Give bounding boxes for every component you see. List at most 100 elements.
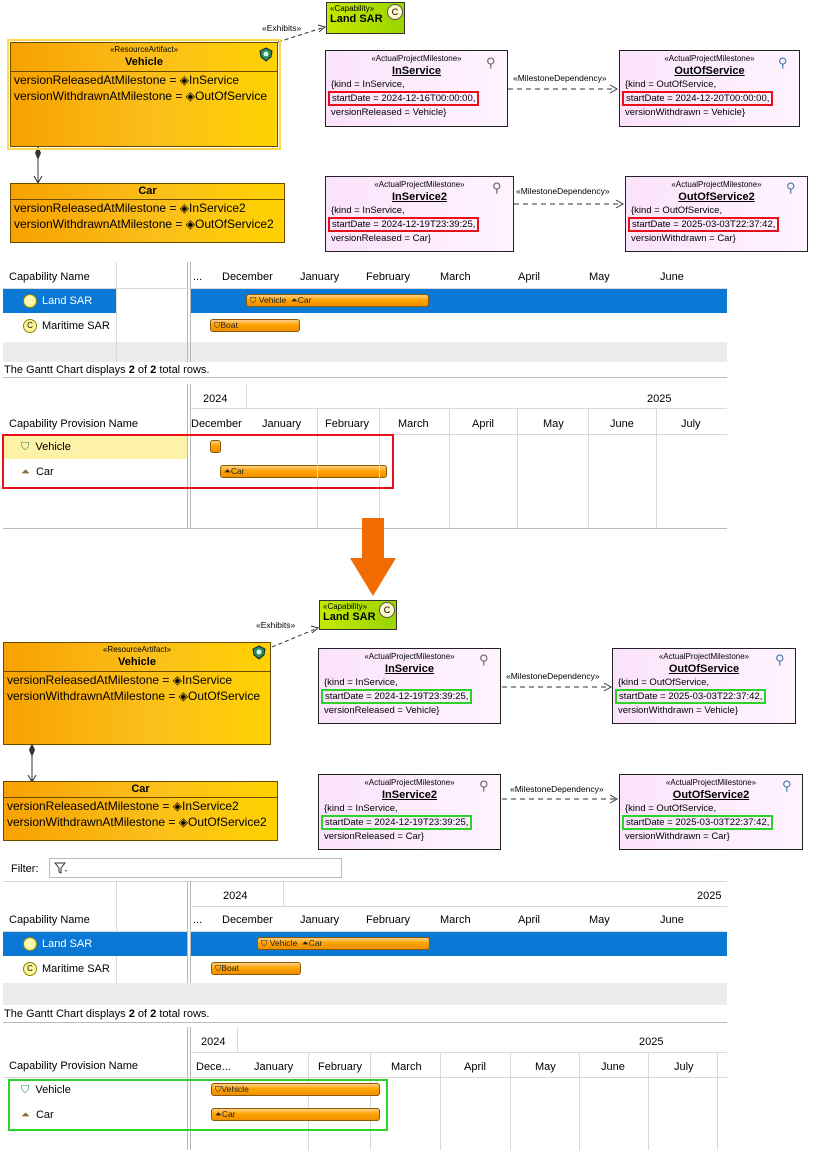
- car-icon: ⏶: [301, 938, 309, 948]
- resource-artifact-car[interactable]: Car versionReleasedAtMilestone = ◈InServ…: [10, 183, 285, 243]
- gantt-bar-vehicle[interactable]: [210, 440, 221, 453]
- month-header: June: [610, 418, 634, 430]
- gantt-bar-boat[interactable]: ⛉Boat: [210, 319, 300, 332]
- status-bar: The Gantt Chart displays 2 of 2 total ro…: [4, 1008, 209, 1020]
- timeline-ellipsis: ...: [193, 914, 203, 926]
- gantt-row-vehicle[interactable]: ⛉ Vehicle: [21, 1078, 71, 1102]
- resource-artifact-name: Vehicle: [125, 56, 163, 68]
- gantt-row-vehicle[interactable]: ⛉ Vehicle: [21, 435, 71, 459]
- grid-line: [440, 1052, 441, 1150]
- milestone-outofservice2[interactable]: «ActualProjectMilestone» OutOfService2 {…: [625, 176, 808, 252]
- header-divider: [191, 408, 727, 409]
- milestone-outofservice[interactable]: «ActualProjectMilestone» OutOfService {k…: [612, 648, 796, 724]
- panel-divider: [3, 1022, 727, 1023]
- diagram-after-connectors: [27, 625, 619, 804]
- milestone-dependency-label: «MilestoneDependency»: [516, 186, 610, 196]
- row-label: Maritime SAR: [42, 963, 110, 975]
- gantt-row-car[interactable]: ⏶ Car: [21, 460, 54, 484]
- year-header: 2025: [647, 393, 672, 405]
- capability-land-sar[interactable]: «Capability» Land SAR C: [319, 600, 397, 630]
- milestone-inservice[interactable]: «ActualProjectMilestone» InService {kind…: [318, 648, 501, 724]
- year-header: 2024: [203, 393, 228, 405]
- status-text: of: [134, 364, 151, 376]
- column-header-capability-name[interactable]: Capability Name: [9, 914, 90, 926]
- milestone-name: OutOfService2: [672, 789, 750, 801]
- gantt-row-car[interactable]: ⏶ Car: [21, 1103, 54, 1127]
- milestone-start-date: startDate = 2024-12-19T23:39:25,: [321, 689, 473, 704]
- splitter[interactable]: [187, 1027, 188, 1150]
- shield-icon: [252, 645, 266, 660]
- milestone-stereotype: «ActualProjectMilestone»: [374, 180, 465, 189]
- milestone-kind: {kind = InService,: [324, 803, 398, 814]
- milestone-start-date: startDate = 2025-03-03T22:37:42,: [615, 689, 767, 704]
- resource-artifact-vehicle[interactable]: «ResourceArtifact» Vehicle versionReleas…: [7, 39, 281, 150]
- car-icon: ⏶: [21, 1109, 30, 1121]
- header-divider: [191, 1052, 727, 1053]
- gantt-row-land-sar[interactable]: C Land SAR: [23, 289, 92, 313]
- milestone-version: versionWithdrawn = Vehicle}: [618, 705, 739, 716]
- milestone-icon: ⚲: [778, 55, 788, 70]
- grid-line: [517, 408, 518, 529]
- attribute-value: InService2: [182, 799, 239, 813]
- shield-icon: ⛉: [215, 963, 222, 973]
- resource-artifact-car[interactable]: Car versionReleasedAtMilestone = ◈InServ…: [3, 781, 278, 841]
- capability-icon: C: [23, 294, 37, 309]
- column-header-provision-name[interactable]: Capability Provision Name: [9, 1060, 138, 1072]
- milestone-kind: {kind = InService,: [324, 677, 398, 688]
- attribute-label: versionReleasedAtMilestone =: [7, 673, 173, 687]
- funnel-icon[interactable]: [54, 862, 68, 874]
- attribute-label: versionReleasedAtMilestone =: [14, 73, 180, 87]
- grid-line: [510, 1052, 511, 1150]
- milestone-stereotype: «ActualProjectMilestone»: [665, 778, 757, 787]
- splitter[interactable]: [187, 881, 188, 989]
- milestone-outofservice2[interactable]: «ActualProjectMilestone» OutOfService2 {…: [619, 774, 803, 850]
- milestone-inservice2[interactable]: «ActualProjectMilestone» InService2 {kin…: [318, 774, 501, 850]
- gantt-bar-car[interactable]: ⏶Car: [220, 465, 387, 478]
- splitter[interactable]: [187, 384, 188, 529]
- milestone-stereotype: «ActualProjectMilestone»: [664, 54, 755, 63]
- milestone-inservice2[interactable]: «ActualProjectMilestone» InService2 {kin…: [325, 176, 514, 252]
- timeline-ellipsis: ...: [193, 271, 203, 283]
- milestone-version: versionReleased = Vehicle}: [331, 107, 447, 118]
- row-label: Land SAR: [42, 295, 93, 307]
- column-header-provision-name[interactable]: Capability Provision Name: [9, 418, 138, 430]
- capability-land-sar[interactable]: «Capability» Land SAR C: [326, 2, 405, 34]
- filter-input[interactable]: [49, 858, 342, 878]
- bar-label: Vehicle: [269, 938, 298, 948]
- gantt-bar-car[interactable]: ⏶Car: [211, 1108, 380, 1121]
- year-divider: [237, 1027, 238, 1052]
- milestone-start-date: startDate = 2025-03-03T22:37:42,: [622, 815, 774, 830]
- splitter[interactable]: [187, 262, 188, 362]
- attribute-label: versionWithdrawnAtMilestone =: [7, 815, 179, 829]
- gantt-bar-boat[interactable]: ⛉Boat: [211, 962, 301, 975]
- year-divider: [283, 881, 284, 906]
- milestone-start-date: startDate = 2025-03-03T22:37:42,: [628, 217, 780, 232]
- resource-artifact-vehicle[interactable]: «ResourceArtifact» Vehicle versionReleas…: [3, 642, 271, 745]
- attribute-value: InService2: [189, 201, 246, 215]
- diagram-before-connectors: [33, 24, 625, 209]
- status-count: 2: [128, 1008, 135, 1020]
- milestone-inservice[interactable]: «ActualProjectMilestone» InService {kind…: [325, 50, 508, 127]
- month-header: January: [262, 418, 302, 430]
- grid-line: [648, 1052, 649, 1150]
- car-icon: ⏶: [21, 466, 30, 478]
- capability-icon: C: [379, 602, 395, 618]
- milestone-name: InService: [385, 663, 434, 675]
- grid-line: [588, 408, 589, 529]
- column-header-capability-name[interactable]: Capability Name: [9, 271, 90, 283]
- milestone-name: OutOfService: [668, 663, 740, 675]
- milestone-icon: ⚲: [786, 180, 796, 195]
- milestone-icon: ◈: [185, 89, 195, 103]
- year-header: 2025: [697, 890, 722, 902]
- gantt-bar-vehicle-car[interactable]: ⛉ Vehicle ⏶Car: [257, 937, 430, 950]
- bar-label: Vehicle: [221, 1084, 249, 1094]
- header-divider: [3, 1077, 727, 1078]
- row-label: Vehicle: [35, 441, 71, 453]
- milestone-outofservice[interactable]: «ActualProjectMilestone» OutOfService {k…: [619, 50, 800, 127]
- gantt-bar-vehicle-car[interactable]: ⛉ Vehicle ⏶Car: [246, 294, 429, 307]
- provision-gantt-after: 2024 2025 Capability Provision Name Dece…: [3, 1027, 727, 1150]
- gantt-bar-vehicle[interactable]: ⛉Vehicle: [211, 1083, 380, 1096]
